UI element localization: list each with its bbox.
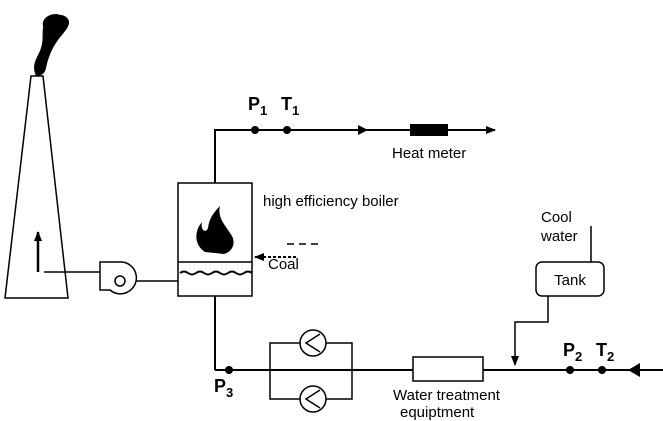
label-boiler: high efficiency boiler [263,193,399,210]
flow-arrow-supply [358,125,368,135]
pump-upper [299,329,327,357]
boiler-water-wave [179,270,253,276]
chimney [4,14,70,299]
label-p1: P1 [248,94,267,118]
smoke-puff [42,14,63,28]
supply-pipe [214,126,496,183]
label-p3: P3 [214,376,233,400]
smoke-plume [34,14,70,76]
pump-lower-icon [304,389,321,409]
sensor-p2 [566,366,574,374]
pump-group [269,329,353,413]
label-t2: T2 [596,340,614,364]
label-equipment: equiptment [400,404,475,421]
heat-meter [410,124,448,136]
label-p2: P2 [563,340,582,364]
label-coal: Coal [268,256,299,273]
boiler [177,182,253,297]
water-treatment-unit [412,356,484,382]
sensor-p1 [251,126,259,134]
pump-upper-icon [304,333,321,353]
induced-draft-fan [99,261,138,295]
label-water-treatment: Water treatment [393,387,501,404]
sensor-t1 [283,126,291,134]
fan-rotor [114,275,126,287]
label-t1: T1 [281,94,299,118]
flame-icon [196,206,234,254]
label-tank: Tank [554,272,586,289]
pump-lower [299,385,327,413]
sensor-t2 [598,366,606,374]
tank-outlet-pipe [511,296,549,366]
label-cool: Cool [541,209,572,226]
sensor-p3 [225,366,233,374]
label-heat-meter: Heat meter [392,145,466,162]
label-water: water [540,228,578,245]
flow-arrow-return [628,363,640,377]
tank [535,261,605,297]
chimney-stack [4,75,69,299]
